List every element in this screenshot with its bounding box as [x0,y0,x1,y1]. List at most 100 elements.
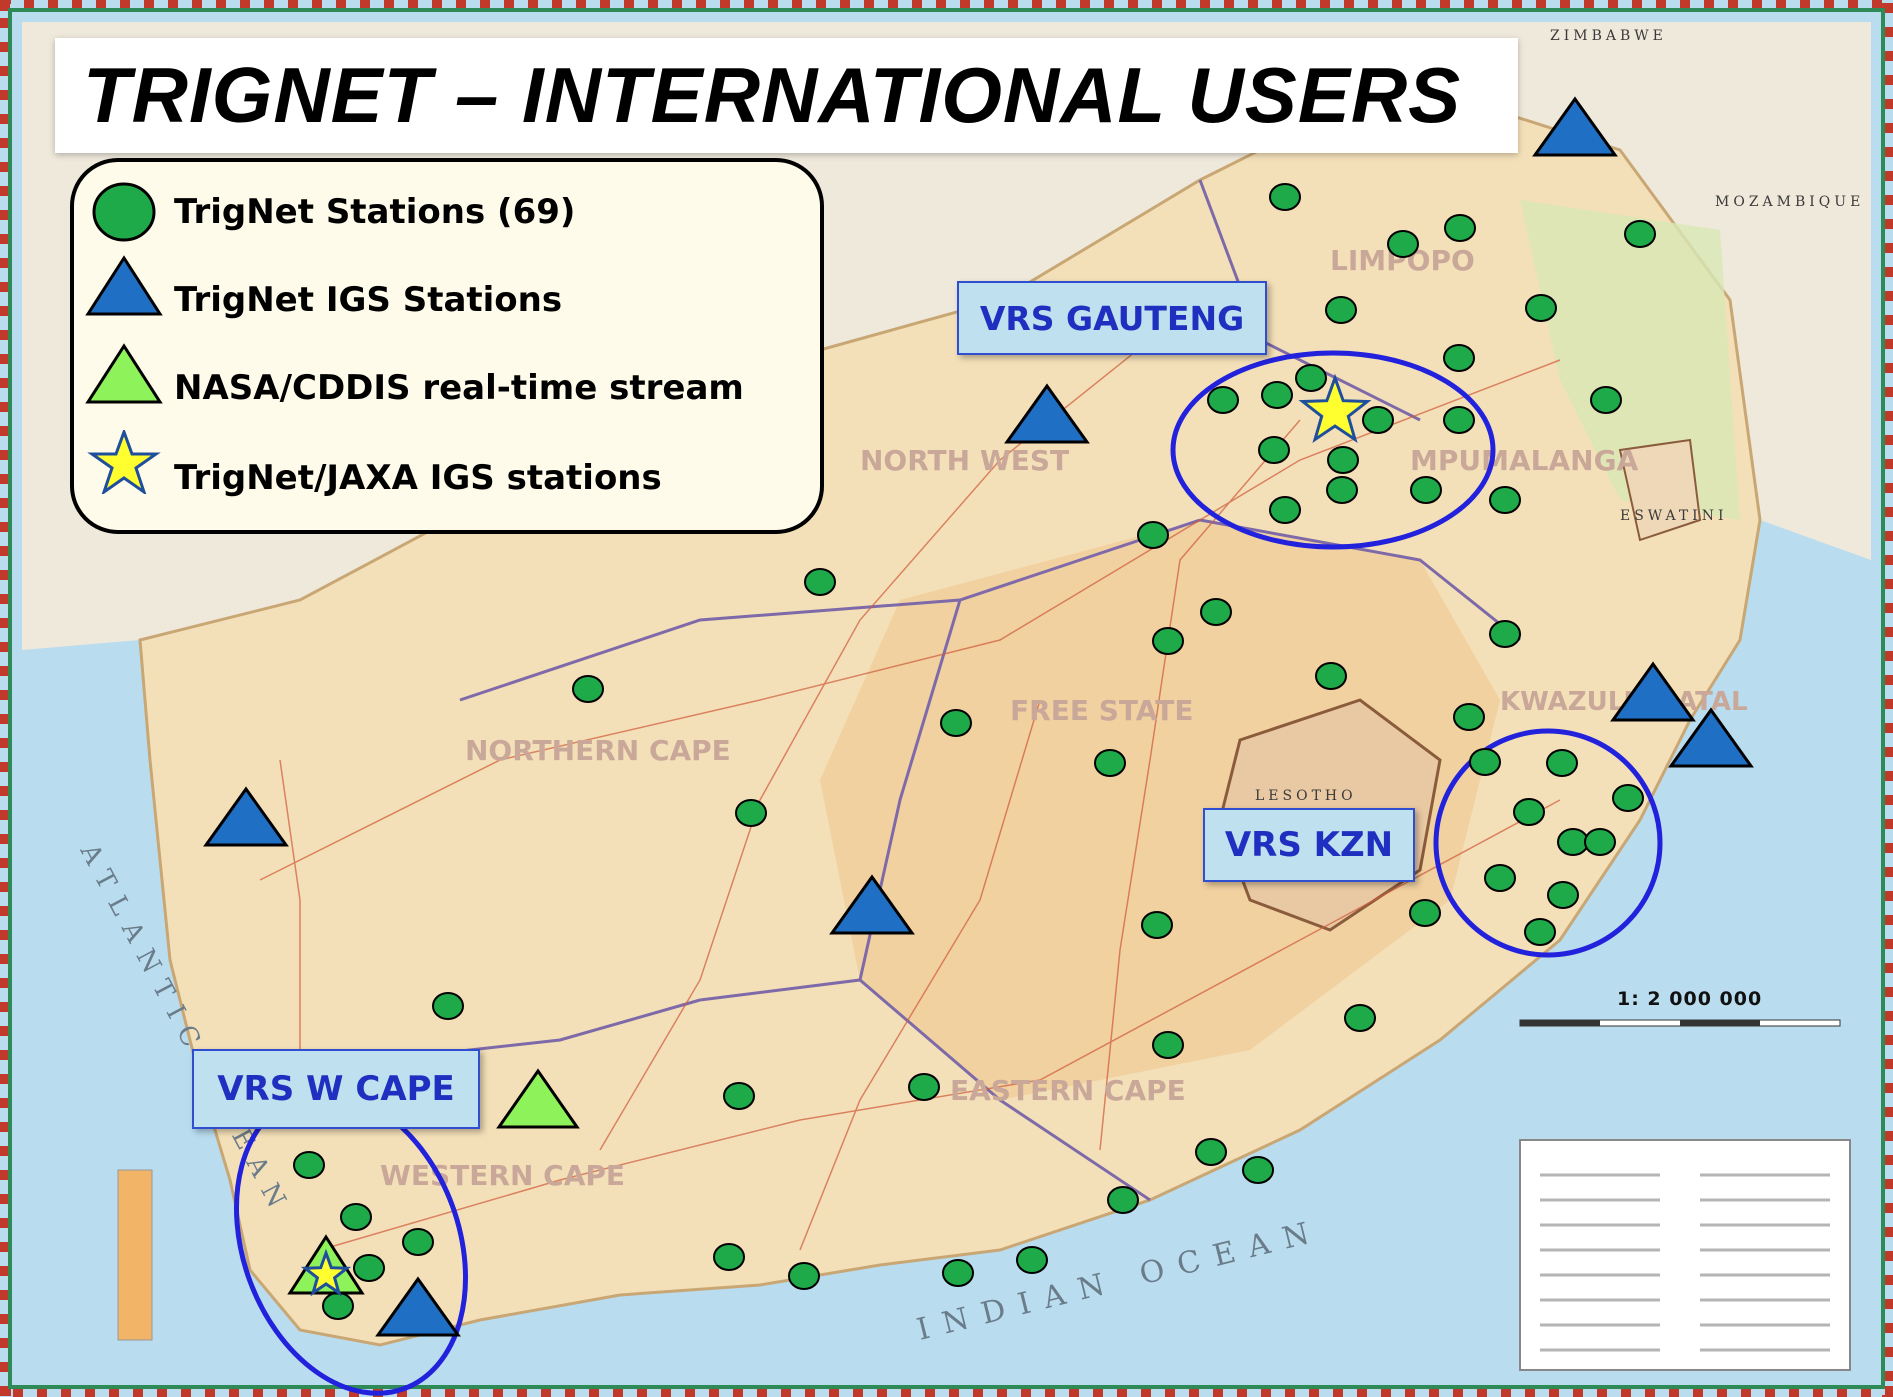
trignet-station-marker [1261,381,1293,409]
decorative-border-inner [8,8,1885,1389]
label-northern-cape: NORTHERN CAPE [465,734,731,767]
label-zimbabwe: ZIMBABWE [1550,28,1667,44]
trignet-station-marker [942,1259,974,1287]
trignet-station-marker [1152,627,1184,655]
trignet-station-marker [1443,344,1475,372]
trignet-station-marker [1547,881,1579,909]
trignet-station-marker [1107,1186,1139,1214]
title-banner: TRIGNET – INTERNATIONAL USERS [55,38,1518,153]
trignet-station-marker [572,675,604,703]
label-north-west: NORTH WEST [860,444,1069,477]
vrs-gauteng-ring [1170,350,1496,550]
trignet-station-marker [1513,798,1545,826]
trignet-stations [293,183,1656,1320]
trignet-station-marker [1269,183,1301,211]
trignet-station-marker [723,1082,755,1110]
trignet-station-marker [353,1254,385,1282]
trignet-station-marker [1444,214,1476,242]
igs-station-marker [1532,96,1618,157]
trignet-station-marker [1327,446,1359,474]
trignet-station-marker [1295,364,1327,392]
trignet-station-marker [1152,1031,1184,1059]
igs-station-marker [1668,707,1754,768]
trignet-station-marker [1269,496,1301,524]
label-western-cape: WESTERN CAPE [380,1159,625,1192]
trignet-station-marker [735,799,767,827]
label-eswatini: ESWATINI [1620,508,1728,524]
trignet-station-marker [1584,828,1616,856]
trignet-station-marker [1344,1004,1376,1032]
legend: TrigNet Stations (69) TrigNet IGS Statio… [70,158,824,534]
scale-bar [1519,1019,1841,1027]
trignet-station-marker [1409,899,1441,927]
trignet-station-marker [1258,436,1290,464]
trignet-station-marker [1016,1246,1048,1274]
trignet-station-marker [908,1073,940,1101]
nasa-cddis-marker [496,1068,580,1129]
trignet-station-marker [804,568,836,596]
trignet-station-marker [1141,911,1173,939]
trignet-station-marker [1195,1138,1227,1166]
trignet-station-marker [1326,476,1358,504]
trignet-station-marker [1325,296,1357,324]
igs-station-marker [375,1276,461,1337]
trignet-station-marker [340,1203,372,1231]
igs-station-marker [1610,661,1696,722]
label-free-state: FREE STATE [1010,694,1194,727]
trignet-station-marker [1546,749,1578,777]
trignet-station-marker [1453,703,1485,731]
trignet-station-marker [293,1151,325,1179]
green-triangle-icon [85,343,163,404]
trignet-station-marker [1612,784,1644,812]
trignet-station-marker [1524,918,1556,946]
trignet-station-marker [1590,386,1622,414]
trignet-station-marker [1207,386,1239,414]
trignet-station-marker [1557,828,1589,856]
igs-station-marker [829,874,915,935]
igs-station-marker [203,786,289,847]
label-mpumalanga: MPUMALANGA [1410,444,1639,477]
igs-stations [203,96,1754,1337]
trignet-station-marker [1200,598,1232,626]
trignet-station-marker [1094,749,1126,777]
trignet-station-marker [788,1262,820,1290]
legend-label-nasa: NASA/CDDIS real-time stream [174,368,744,408]
jaxa-star-marker [1298,373,1372,444]
page-title: TRIGNET – INTERNATIONAL USERS [83,51,1462,139]
vrs-gauteng-label: VRS GAUTENG [957,281,1267,355]
trignet-station-marker [1443,406,1475,434]
trignet-station-marker [1489,620,1521,648]
vrs-wcape-label: VRS W CAPE [192,1049,480,1129]
trignet-station-marker [1624,220,1656,248]
trignet-station-marker [1469,748,1501,776]
legend-label-stations: TrigNet Stations (69) [174,192,576,232]
trignet-station-marker [1242,1156,1274,1184]
reference-inset [1519,1139,1851,1371]
scale-label: 1: 2 000 000 [1617,988,1763,1010]
vrs-kzn-label: VRS KZN [1203,808,1415,882]
yellow-star-icon [87,430,161,494]
trignet-station-marker [713,1243,745,1271]
basemap-labels: NORTHERN CAPE NORTH WEST FREE STATE EAST… [380,244,1748,1192]
trignet-station-marker [1315,662,1347,690]
blue-triangle-icon [85,255,163,316]
trignet-station-marker [1387,230,1419,258]
jaxa-star-marker [300,1248,352,1297]
country-labels: LESOTHO ESWATINI MOZAMBIQUE ZIMBABWE [1255,28,1864,804]
legend-label-jaxa: TrigNet/JAXA IGS stations [174,458,662,498]
reference-inset-lines [1540,1173,1830,1352]
label-lesotho: LESOTHO [1255,788,1357,804]
trignet-station-marker [402,1228,434,1256]
igs-station-marker [1004,383,1090,444]
legend-label-igs: TrigNet IGS Stations [174,280,563,320]
vrs-kzn-ring [1433,728,1663,958]
trignet-station-marker [432,992,464,1020]
trignet-station-marker [1484,864,1516,892]
label-mozambique: MOZAMBIQUE [1715,194,1864,210]
trignet-station-marker [1525,294,1557,322]
trignet-station-marker [1410,476,1442,504]
eswatini [1618,438,1702,542]
trignet-station-marker [1137,521,1169,549]
label-eastern-cape: EASTERN CAPE [950,1074,1186,1107]
